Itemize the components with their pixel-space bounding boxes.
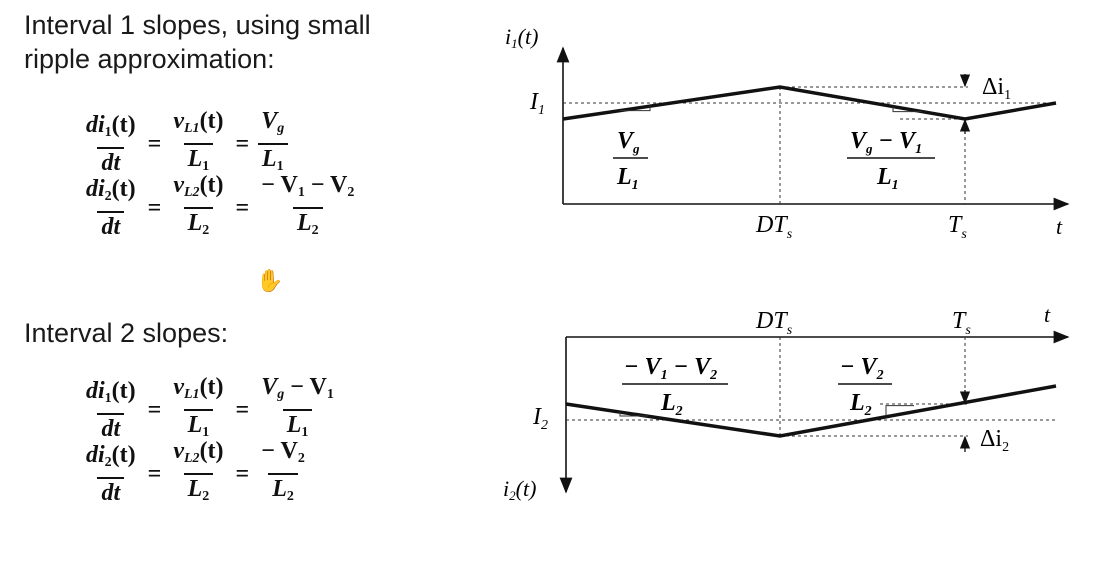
equation-di2: di2(t) dt = vL2(t) L2 = − V1 − V2 L2 <box>78 172 362 240</box>
top-slope1-denominator: L1 <box>616 164 639 193</box>
top-graph: i1(t) I1 Δi1 Vg L1 Vg − V1 L1 DTs Ts t <box>505 24 1070 242</box>
bottom-ripple-label: Δi2 <box>980 426 1009 455</box>
equation2-di1: di1(t) dt = vL1(t) L1 = Vg − V1 L1 <box>78 374 342 442</box>
vl1-over-l1-fraction: vL1(t) L1 <box>169 373 227 447</box>
top-slope1-marker <box>620 106 651 112</box>
bottom-level-label: I2 <box>532 404 548 433</box>
bottom-dts-tick-label: DTs <box>755 308 793 338</box>
vl1-over-l1-fraction: vL1(t) L1 <box>169 107 227 181</box>
bottom-graph: DTs Ts t I2 Δi2 i2(t) − V1 − V2 L2 − V2 … <box>503 302 1070 503</box>
bottom-slope2-marker <box>885 405 914 416</box>
top-dts-tick-label: DTs <box>755 212 793 242</box>
bottom-x-axis-label: t <box>1044 302 1051 327</box>
di2-dt-fraction: di2(t) dt <box>86 442 136 506</box>
top-current-waveform <box>562 85 1057 121</box>
top-slope2-numerator: Vg − V1 <box>850 128 922 157</box>
interval2-heading: Interval 2 slopes: <box>24 318 229 348</box>
di2-dt-fraction: di2(t) dt <box>86 176 136 240</box>
bottom-slope1-denominator: L2 <box>660 390 683 419</box>
bottom-slope1-numerator: − V1 − V2 <box>624 354 717 383</box>
equation-di1: di1(t) dt = vL1(t) L1 = Vg L1 <box>78 108 362 176</box>
vl2-over-l2-fraction: vL2(t) L2 <box>169 437 227 511</box>
top-y-axis-label: i1(t) <box>505 24 538 51</box>
neg-v2-over-l2-fraction: − V2 L2 <box>257 437 309 511</box>
interval2-equations: di1(t) dt = vL1(t) L1 = Vg − V1 L1 di2(t… <box>78 374 342 506</box>
bottom-slope1-marker <box>619 412 648 417</box>
bottom-slope2-numerator: − V2 <box>840 354 884 383</box>
di1-dt-fraction: di1(t) dt <box>86 112 136 176</box>
bottom-ts-tick-label: Ts <box>952 308 971 338</box>
top-ts-tick-label: Ts <box>948 212 967 242</box>
neg-v1-v2-over-l2-fraction: − V1 − V2 L2 <box>257 171 358 245</box>
top-ripple-label: Δi1 <box>982 74 1011 103</box>
top-x-axis-label: t <box>1056 214 1063 239</box>
di1-dt-fraction: di1(t) dt <box>86 378 136 442</box>
top-slope2-marker <box>892 106 922 113</box>
bottom-y-axis-label: i2(t) <box>503 476 536 503</box>
top-slope2-denominator: L1 <box>876 164 899 193</box>
vg-minus-v1-over-l1-fraction: Vg − V1 L1 <box>257 373 338 447</box>
top-level-label: I1 <box>529 89 545 118</box>
equation2-di2: di2(t) dt = vL2(t) L2 = − V2 L2 <box>78 438 342 506</box>
hand-cursor-icon: ✋ <box>256 268 284 293</box>
bottom-slope2-denominator: L2 <box>849 390 872 419</box>
top-slope1-numerator: Vg <box>617 128 640 156</box>
vg-over-l1-fraction: Vg L1 <box>257 107 288 181</box>
interval1-heading: Interval 1 slopes, using small ripple ap… <box>24 10 371 74</box>
interval1-equations: di1(t) dt = vL1(t) L1 = Vg L1 di2(t) dt … <box>78 108 362 240</box>
vl2-over-l2-fraction: vL2(t) L2 <box>169 171 227 245</box>
